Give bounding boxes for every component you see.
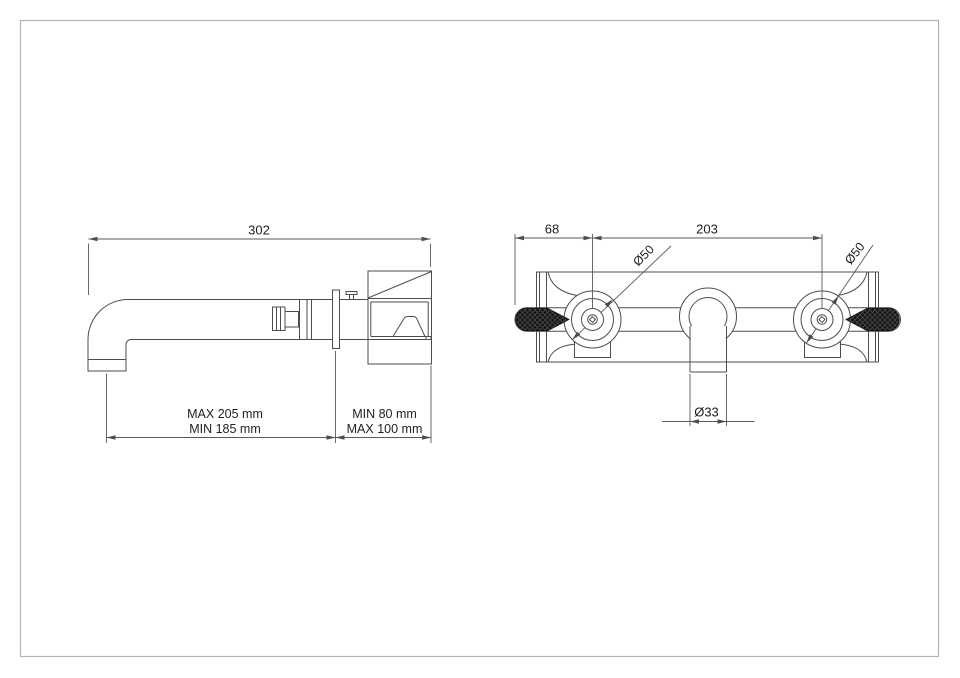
aerator-detail — [272, 299, 312, 340]
cartridge — [368, 298, 432, 340]
wall-depth-min-label: MIN 80 mm — [352, 407, 417, 421]
overall-length-dimension: 302 — [88, 223, 431, 295]
wall-depth-max-label: MAX 100 mm — [347, 422, 423, 436]
spout-reach-dimension: MAX 205 mm MIN 185 mm MIN 80 mm MAX 100 … — [106, 351, 432, 443]
side-view: 302 MAX 205 mm MIN 185 mm MIN 80 mm MAX … — [87, 223, 432, 443]
right-screw-slot — [818, 315, 826, 324]
left-handle-diameter-label: Ø50 — [630, 242, 657, 269]
chamfer-line — [367, 271, 432, 299]
overall-length-label: 302 — [248, 223, 270, 238]
spout-body — [87, 299, 368, 372]
in-wall-body — [367, 270, 432, 365]
valve-seat — [392, 316, 426, 337]
spout-width-label: Ø33 — [694, 405, 719, 420]
left-screw-slot — [588, 315, 597, 324]
right-knurled-grip — [845, 307, 900, 332]
left-knurled-grip — [515, 307, 570, 332]
wall-flange — [332, 289, 340, 349]
right-handle-diameter-label: Ø50 — [842, 240, 868, 267]
set-screw — [345, 291, 358, 300]
handle-offset-dimension: 68 203 — [514, 222, 823, 308]
spout-width-dimension: Ø33 — [662, 374, 755, 426]
joint-rings — [306, 299, 312, 340]
spout-front — [679, 287, 737, 373]
spout-reach-max-label: MAX 205 mm — [187, 407, 263, 421]
left-handle-hub — [581, 308, 604, 331]
handle-offset-label: 68 — [545, 222, 559, 237]
plate-notches — [547, 271, 868, 363]
front-view: 68 203 Ø50 Ø50 — [514, 222, 901, 426]
spout-reach-min-label: MIN 185 mm — [189, 422, 261, 436]
right-handle-hub — [810, 308, 834, 331]
handle-spacing-label: 203 — [696, 222, 718, 237]
spout-outlet — [87, 359, 127, 372]
page-border — [19, 19, 940, 658]
